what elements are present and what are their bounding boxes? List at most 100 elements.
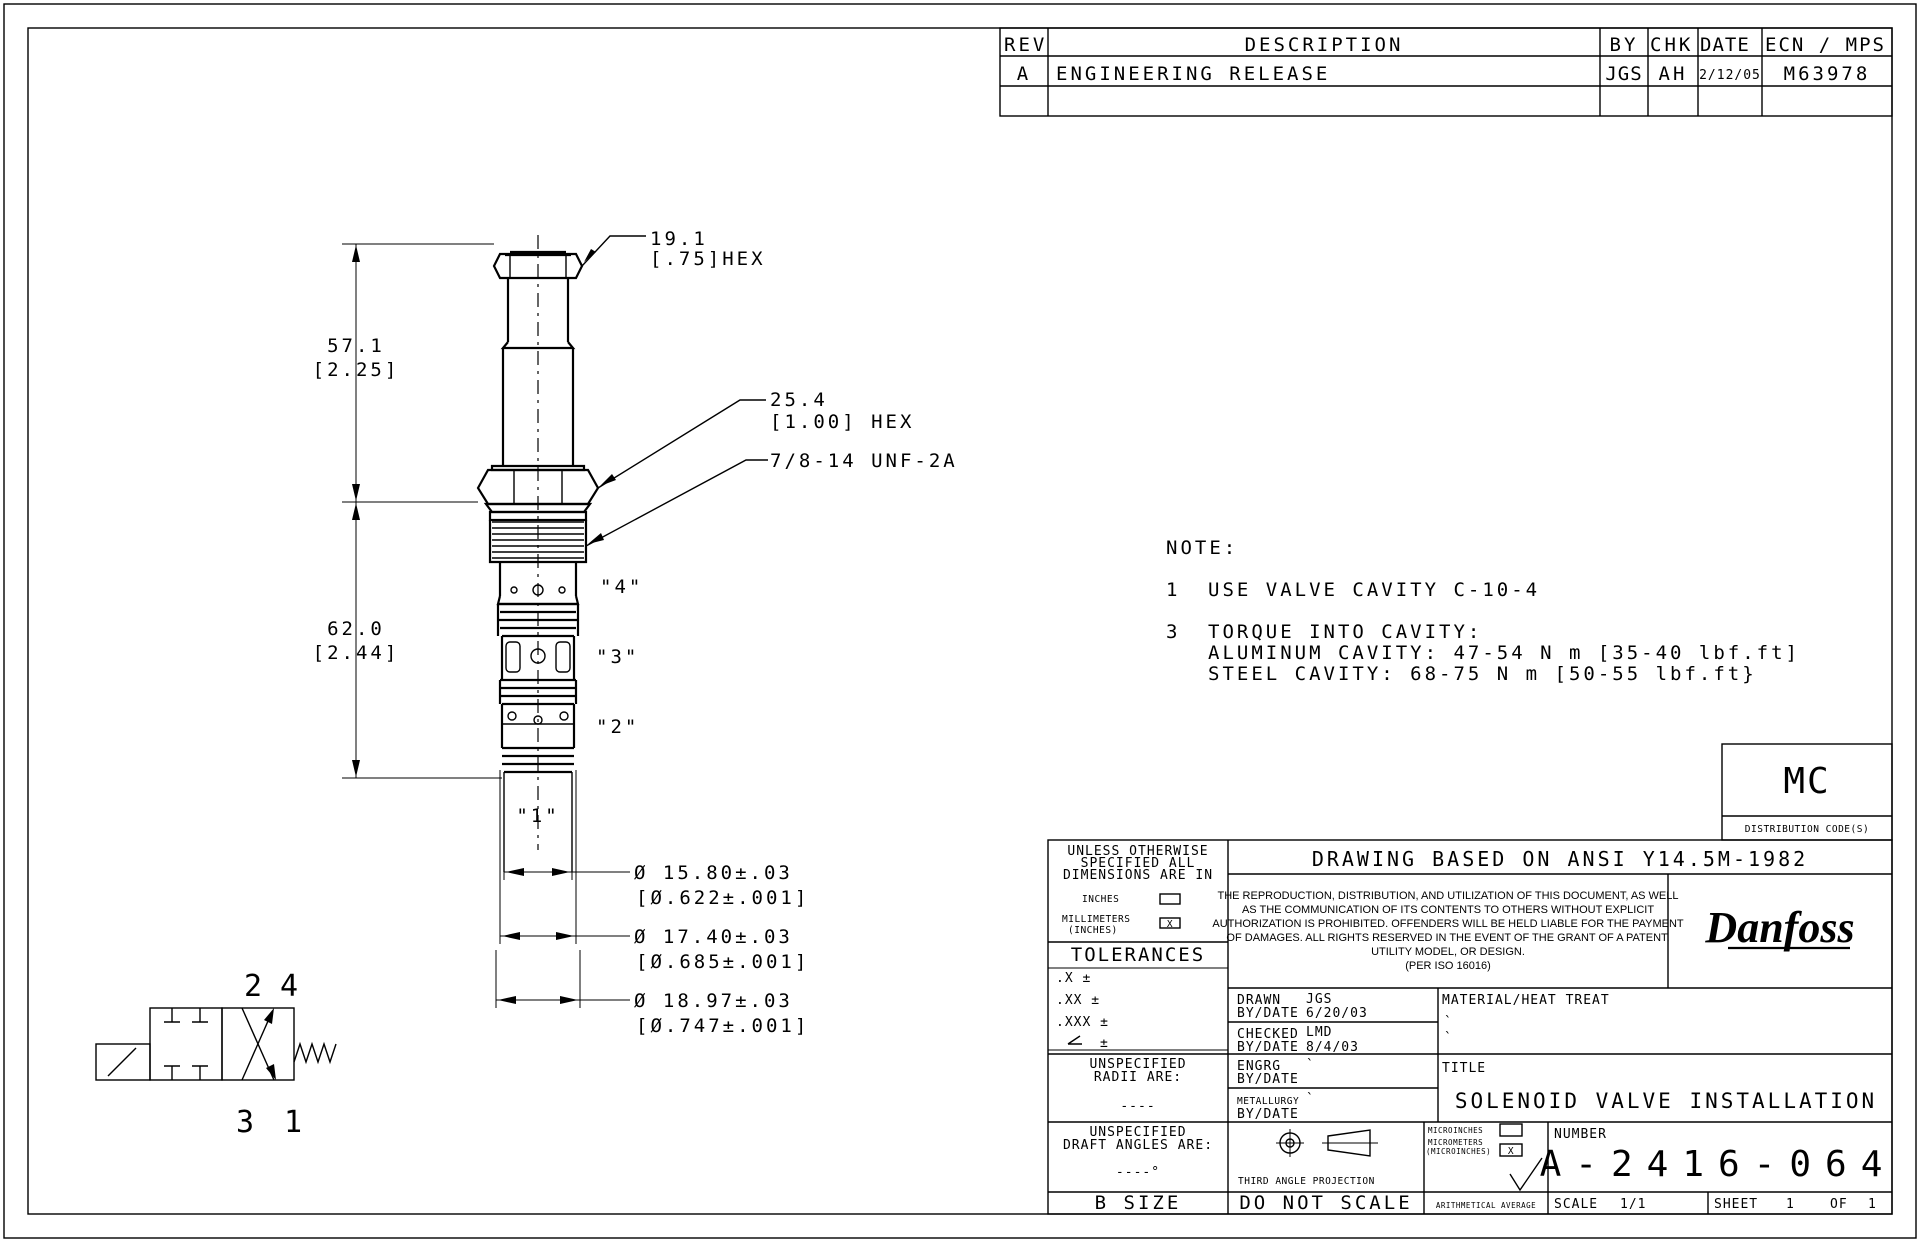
sheet-outer-border (3, 3, 1917, 1239)
sheet-label: SHEET (1714, 1197, 1758, 1212)
dia-1-in: [Ø.622±.001] (636, 887, 809, 909)
note-3-line3: STEEL CAVITY: 68-75 N m [50-55 lbf.ft} (1208, 663, 1757, 685)
dia-1-mm: Ø 15.80±.03 (634, 862, 793, 884)
angle-icon (1067, 1035, 1082, 1045)
of-label: OF (1830, 1197, 1848, 1212)
ecn-value: M63978 (1784, 63, 1871, 85)
micrometers-line1: MICROMETERS (1428, 1138, 1483, 1147)
metallurgy-value: ` (1306, 1092, 1315, 1107)
unless-line2: SPECIFIED ALL (1081, 856, 1196, 871)
hydraulic-schematic: 2 4 3 1 (95, 969, 337, 1140)
date-value: 2/12/05 (1699, 68, 1761, 83)
lower-length-mm: 62.0 (327, 618, 385, 640)
unit-mm-line1: MILLIMETERS (1062, 914, 1130, 925)
micrometers-line2: (MICROINCHES) (1426, 1147, 1491, 1156)
note-3-line2: ALUMINUM CAVITY: 47-54 N m [35-40 lbf.ft… (1208, 642, 1800, 664)
third-angle-projection-icon (1276, 1129, 1378, 1157)
dia-3-mm: Ø 18.97±.03 (634, 990, 793, 1012)
ansi-standard: DRAWING BASED ON ANSI Y14.5M-1982 (1312, 847, 1808, 871)
thread-leader (585, 459, 768, 547)
description-header: DESCRIPTION (1245, 34, 1404, 56)
number-label: NUMBER (1554, 1127, 1607, 1142)
drawn-label1: DRAWN (1237, 993, 1281, 1008)
engrg-value: ` (1306, 1058, 1315, 1073)
port-4-label: "4" (600, 576, 643, 598)
danfoss-logo: Danfoss (1704, 903, 1854, 952)
title-block: UNLESS OTHERWISE SPECIFIED ALL DIMENSION… (1047, 839, 1897, 1215)
note-3-line1: TORQUE INTO CAVITY: (1208, 621, 1482, 643)
legal-line6: (PER ISO 16016) (1405, 960, 1491, 972)
radii-line2: RADII ARE: (1094, 1070, 1182, 1085)
distribution-code-label: DISTRIBUTION CODE(S) (1745, 824, 1869, 835)
unit-inches: INCHES (1082, 894, 1119, 905)
scale-label: SCALE (1554, 1197, 1598, 1212)
metallurgy-label2: BY/DATE (1237, 1107, 1299, 1122)
drawing-number: A-2416-064 (1540, 1144, 1897, 1185)
checked-by: LMD (1306, 1025, 1332, 1040)
port-2-label: "2" (596, 716, 639, 738)
tolerance-xx: .XX ± (1056, 993, 1100, 1008)
ecn-header: ECN / MPS (1765, 34, 1886, 56)
dia-2-mm: Ø 17.40±.03 (634, 926, 793, 948)
note-3-number: 3 (1166, 621, 1180, 643)
draft-line2: DRAFT ANGLES ARE: (1063, 1138, 1213, 1153)
radii-line1: UNSPECIFIED (1089, 1057, 1186, 1072)
port-1-label: "1" (516, 805, 559, 827)
upper-length-in: [2.25] (313, 359, 400, 381)
radii-value: ---- (1120, 1099, 1155, 1114)
legal-line2: AS THE COMMUNICATION OF ITS CONTENTS TO … (1242, 904, 1654, 916)
hex-large-dim-in: [1.00] HEX (770, 411, 914, 433)
legal-line1: THE REPRODUCTION, DISTRIBUTION, AND UTIL… (1217, 890, 1678, 902)
engrg-label2: BY/DATE (1237, 1072, 1299, 1087)
checked-date: 8/4/03 (1306, 1040, 1359, 1055)
checked-label1: CHECKED (1237, 1027, 1299, 1042)
tolerance-x: .X ± (1056, 971, 1091, 986)
sheet-size: B SIZE (1095, 1192, 1182, 1214)
hex-large-leader (597, 399, 766, 489)
dia-2-in: [Ø.685±.001] (636, 951, 809, 973)
legal-line5: UTILITY MODEL, OR DESIGN. (1371, 946, 1525, 958)
port-3-label: "3" (596, 646, 639, 668)
by-header: BY (1610, 34, 1639, 56)
rev-value: A (1017, 63, 1031, 85)
hex-large-dim-mm: 25.4 (770, 389, 828, 411)
schematic-port-4: 4 (280, 969, 302, 1004)
hex-small-dim-mm: 19.1 (650, 228, 708, 250)
draft-value: ----° (1116, 1165, 1160, 1180)
tolerances-label: TOLERANCES (1071, 944, 1205, 966)
drawing-title: SOLENOID VALVE INSTALLATION (1455, 1089, 1877, 1113)
drawn-by: JGS (1306, 992, 1332, 1007)
drawn-date: 6/20/03 (1306, 1006, 1368, 1021)
description-value: ENGINEERING RELEASE (1056, 63, 1330, 85)
chk-value: AH (1659, 63, 1688, 85)
lower-length-in: [2.44] (313, 642, 400, 664)
rev-header: REV (1004, 34, 1047, 56)
draft-line1: UNSPECIFIED (1089, 1125, 1186, 1140)
drawn-label2: BY/DATE (1237, 1006, 1299, 1021)
unless-line3: DIMENSIONS ARE IN (1063, 868, 1213, 883)
material-label: MATERIAL/HEAT TREAT (1442, 993, 1610, 1008)
material-value2: ` (1444, 1031, 1453, 1046)
micrometers-check: X (1508, 1146, 1514, 1157)
surface-finish-icon (1509, 1157, 1543, 1192)
schematic-port-1: 1 (284, 1105, 306, 1140)
by-value: JGS (1605, 63, 1642, 85)
microinches-label: MICROINCHES (1428, 1126, 1483, 1135)
chk-header: CHK (1650, 34, 1693, 56)
notes-block: NOTE: 1 USE VALVE CAVITY C-10-4 3 TORQUE… (1166, 537, 1800, 685)
arithmetical-average: ARITHMETICAL AVERAGE (1436, 1201, 1536, 1210)
legal-line3: AUTHORIZATION IS PROHIBITED. OFFENDERS W… (1212, 918, 1684, 930)
do-not-scale: DO NOT SCALE (1239, 1192, 1412, 1214)
valve-part-drawing: 19.1 [.75]HEX 57.1 [2.25] 62.0 [2.44] 25… (313, 228, 955, 1037)
title-label: TITLE (1442, 1061, 1486, 1076)
unless-line1: UNLESS OTHERWISE (1067, 844, 1208, 859)
material-value1: ` (1444, 1015, 1453, 1030)
scale-value: 1/1 (1620, 1197, 1646, 1212)
notes-heading: NOTE: (1166, 537, 1238, 559)
unit-mm-checkbox (1159, 917, 1181, 929)
date-header: DATE (1700, 34, 1750, 56)
note-1-text: USE VALVE CAVITY C-10-4 (1208, 579, 1540, 601)
revision-block: REV DESCRIPTION BY CHK DATE ECN / MPS A … (999, 27, 1893, 117)
microinches-checkbox (1499, 1123, 1523, 1137)
